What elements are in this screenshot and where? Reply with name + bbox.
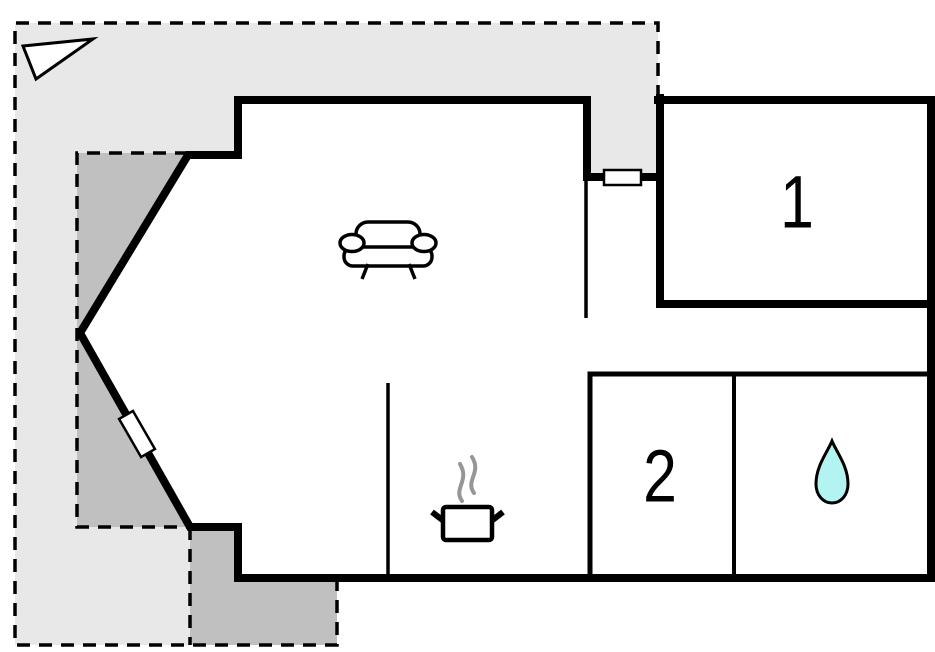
- cooking-pot-steam-icon: [430, 455, 505, 543]
- plot-boundary-dashed: [13, 21, 660, 647]
- exterior-wall-left: [75, 96, 658, 582]
- exterior-wall-right: [234, 96, 935, 582]
- sofa-icon: [338, 220, 438, 280]
- window-marker-diagonal: [117, 409, 157, 459]
- bedroom2-walls: [587, 371, 931, 578]
- water-drop-icon: [814, 437, 850, 505]
- window-marker-top: [602, 168, 643, 187]
- garden-area: [15, 23, 658, 645]
- bedroom2-label: 2: [643, 434, 677, 518]
- upper-terrace-boundary-dashed: [75, 151, 190, 529]
- north-arrow-icon: [20, 36, 99, 82]
- upper-terrace: [77, 153, 190, 527]
- lower-terrace: [190, 527, 337, 645]
- building-footprint: [80, 100, 931, 578]
- bedroom1-label: 1: [780, 160, 814, 244]
